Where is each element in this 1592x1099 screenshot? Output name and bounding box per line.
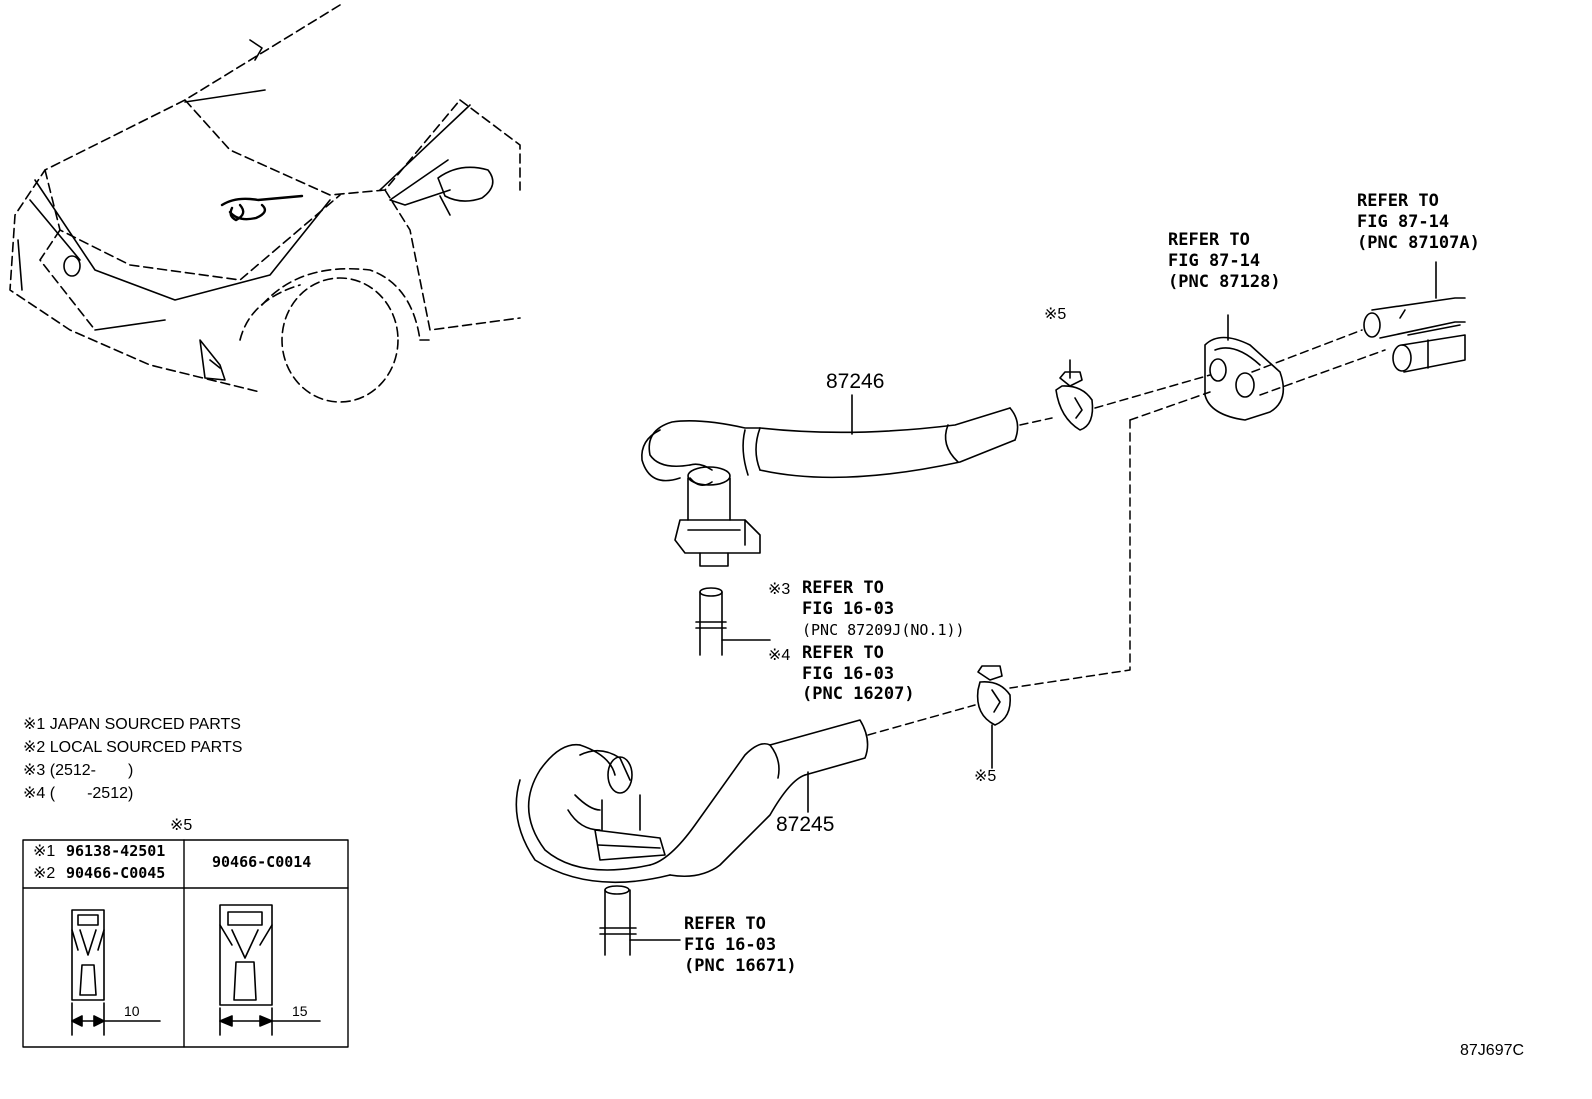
part-number-87245: 87245 <box>776 813 835 836</box>
ref4-line2: FIG 16-03 <box>802 664 895 684</box>
ref3-line1: REFER TO <box>802 578 884 598</box>
ref-pipe-top-line1: REFER TO <box>1357 191 1439 211</box>
pipe-ref3 <box>695 587 771 656</box>
clip-drawing-2 <box>219 904 273 1006</box>
car-solid-lines <box>17 39 494 381</box>
part-number-87246: 87246 <box>826 370 885 393</box>
ref-pipe-top-line3: (PNC 87107A) <box>1357 233 1480 253</box>
ref-grommet-line1: REFER TO <box>1168 230 1250 250</box>
note-2: ※2 LOCAL SOURCED PARTS <box>23 739 243 756</box>
clip-table-mark-2: ※2 <box>33 865 56 882</box>
clip-table-part-2: 90466-C0045 <box>66 864 166 882</box>
dimension-10: 10 <box>124 1003 140 1019</box>
note-4: ※4 ( -2512) <box>23 785 134 802</box>
clip-drawing-1 <box>71 909 105 1001</box>
clip-lower <box>976 665 1012 769</box>
hose-87245 <box>515 719 869 884</box>
clip-mark-lower: ※5 <box>974 768 997 785</box>
ref-grommet-line2: FIG 87-14 <box>1168 251 1261 271</box>
clip-table-part-1: 96138-42501 <box>66 842 166 860</box>
clip-table-mark-1: ※1 <box>33 843 56 860</box>
pipes-top-right <box>1363 261 1466 373</box>
clip-table-part-3: 90466-C0014 <box>212 853 312 871</box>
note-3: ※3 (2512- ) <box>23 762 134 779</box>
ref4-line1: REFER TO <box>802 643 884 663</box>
hose-87246 <box>641 407 1019 567</box>
clip-table-header-mark: ※5 <box>170 817 193 834</box>
figure-id: 87J697C <box>1460 1042 1525 1059</box>
ref3-mark: ※3 <box>768 581 791 598</box>
clip-upper <box>1055 359 1094 431</box>
ref4-mark: ※4 <box>768 647 791 664</box>
ref-bottom-line3: (PNC 16671) <box>684 956 797 976</box>
dimension-lines <box>71 1002 321 1036</box>
ref4-line3: (PNC 16207) <box>802 684 915 704</box>
ref-grommet-line3: (PNC 87128) <box>1168 272 1281 292</box>
ref-bottom-line2: FIG 16-03 <box>684 935 777 955</box>
ref-pipe-top-line2: FIG 87-14 <box>1357 212 1450 232</box>
ref3-line2: FIG 16-03 <box>802 599 895 619</box>
grommet <box>1204 314 1285 421</box>
dimension-15: 15 <box>292 1003 308 1019</box>
ref-bottom-line1: REFER TO <box>684 914 766 934</box>
hood-washer-hoses <box>220 194 304 222</box>
dashed-connections <box>867 329 1386 736</box>
note-1: ※1 JAPAN SOURCED PARTS <box>23 716 241 733</box>
clip-mark-upper: ※5 <box>1044 306 1067 323</box>
pipe-bottom <box>599 885 681 956</box>
clip-table-frame <box>22 839 349 1048</box>
ref3-line3: (PNC 87209J(NO.1)) <box>802 621 965 639</box>
